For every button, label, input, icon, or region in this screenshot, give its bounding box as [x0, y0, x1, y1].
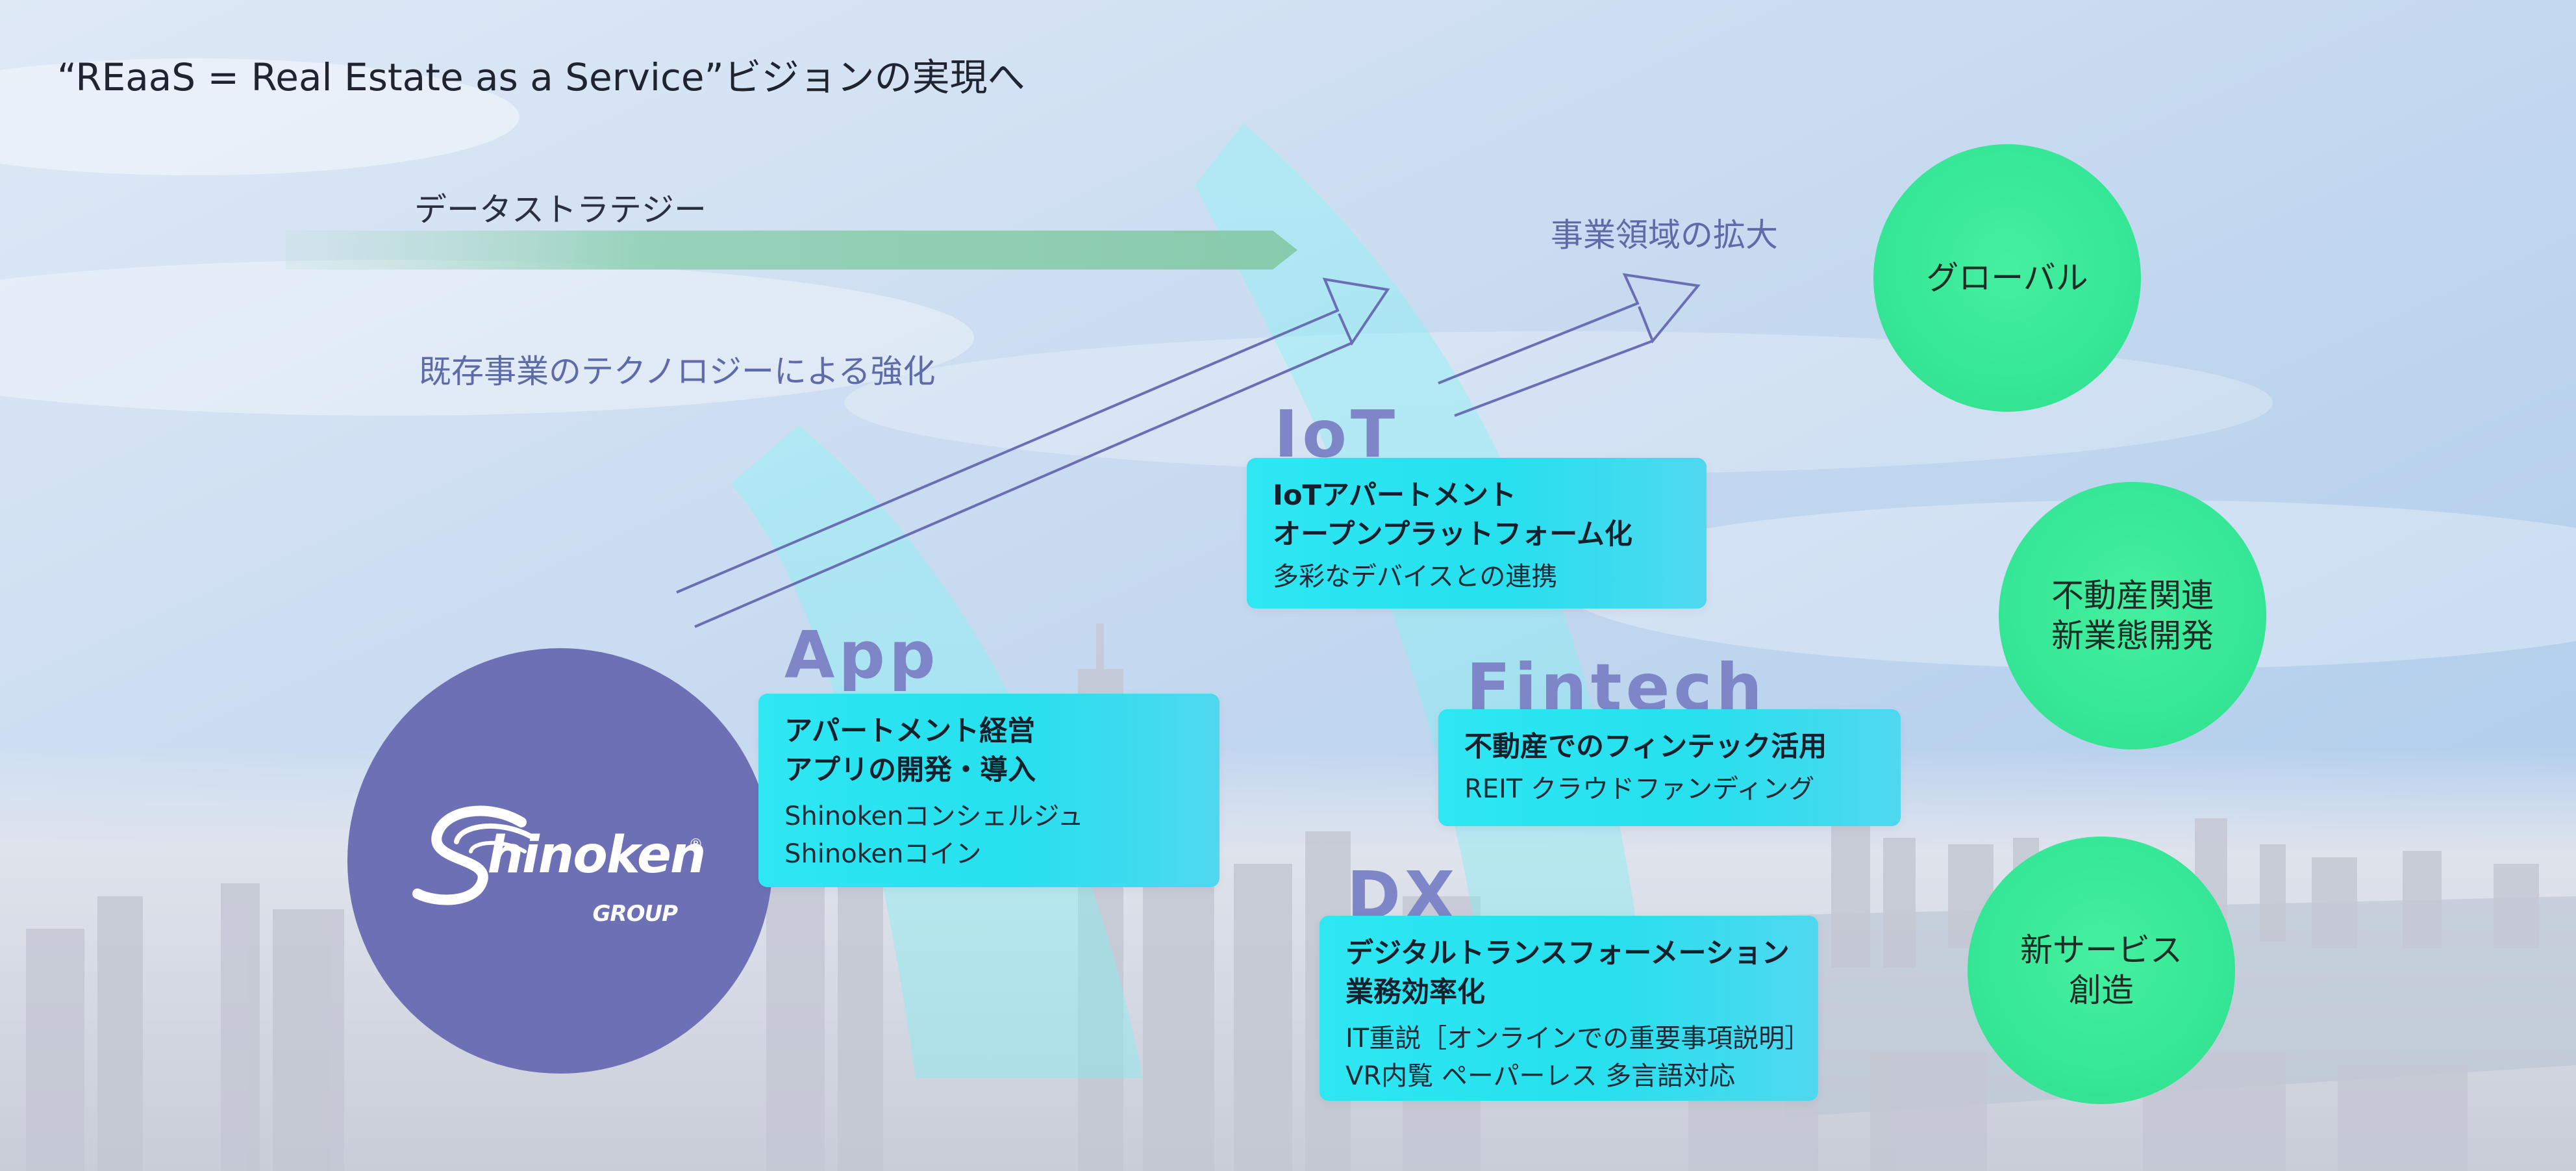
logo-registered: ®: [688, 836, 703, 853]
circle-realestate-line-2: 新業態開発: [2051, 617, 2214, 655]
iot-heading-2: オープンプラットフォーム化: [1273, 518, 1632, 551]
logo-group: GROUP: [592, 900, 679, 927]
app-item-2: Shinokenコイン: [784, 839, 982, 869]
page-title: “REaaS = Real Estate as a Service”ビジョンの実…: [57, 55, 1025, 99]
circle-global-line-1: グローバル: [1926, 259, 2088, 297]
data-strategy-label: データストラテジー: [414, 191, 707, 229]
logo-mark: hinoken ® GROUP: [411, 796, 710, 927]
app-item-1: Shinokenコンシェルジュ: [784, 801, 1084, 831]
dx-card: デジタルトランスフォーメーション 業務効率化 IT重説［オンラインでの重要事項説…: [1319, 916, 1818, 1101]
expansion-label: 事業領域の拡大: [1551, 216, 1778, 254]
app-heading-2: アプリの開発・導入: [784, 754, 1036, 787]
circle-global: グローバル: [1873, 144, 2141, 412]
iot-heading-1: IoTアパートメント: [1273, 479, 1517, 512]
logo-s-icon: [412, 805, 534, 905]
category-app: App: [784, 617, 940, 693]
iot-item-1: 多彩なデバイスとの連携: [1273, 562, 1558, 592]
circle-newservice-line-1: 新サービス: [2020, 931, 2182, 969]
logo-text: hinoken: [487, 825, 707, 885]
circle-realestate-line-1: 不動産関連: [2051, 577, 2214, 614]
app-heading-1: アパートメント経営: [784, 715, 1036, 748]
dx-item-2: VR内覧 ペーパーレス 多言語対応: [1345, 1061, 1736, 1091]
fintech-heading-1: 不動産でのフィンテック活用: [1464, 731, 1827, 763]
circle-newservice-line-2: 創造: [2069, 972, 2134, 1009]
dx-heading-1: デジタルトランスフォーメーション: [1345, 937, 1790, 970]
dx-item-1: IT重説［オンラインでの重要事項説明］: [1345, 1024, 1811, 1053]
iot-card: IoTアパートメント オープンプラットフォーム化 多彩なデバイスとの連携: [1247, 458, 1707, 609]
dx-heading-2: 業務効率化: [1345, 976, 1485, 1009]
circle-newservice: 新サービス 創造: [1968, 837, 2235, 1104]
fintech-item-1: REIT クラウドファンディング: [1464, 774, 1815, 804]
shinoken-logo: hinoken ® GROUP: [347, 648, 773, 1074]
circle-realestate: 不動産関連 新業態開発: [1999, 482, 2266, 749]
tech-enhance-label: 既存事業のテクノロジーによる強化: [419, 353, 936, 390]
fintech-card: 不動産でのフィンテック活用 REIT クラウドファンディング: [1438, 709, 1901, 826]
app-card: アパートメント経営 アプリの開発・導入 Shinokenコンシェルジュ Shin…: [758, 694, 1219, 887]
